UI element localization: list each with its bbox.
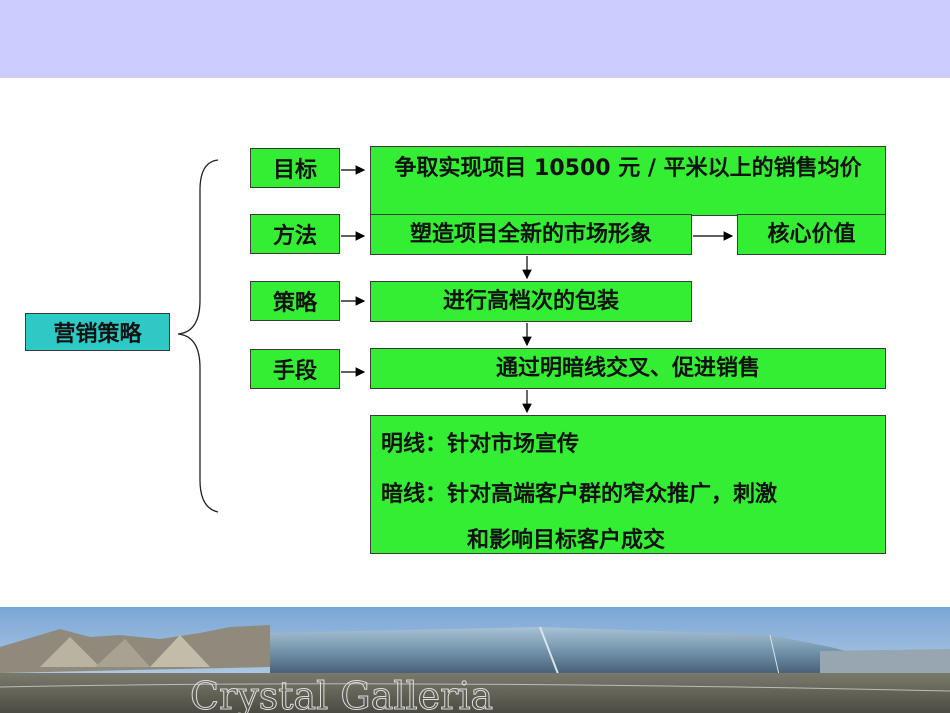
method-text: 塑造项目全新的市场形象: [409, 221, 652, 247]
strategy-label-box: 策略: [250, 281, 340, 321]
footer-watermark: Crystal Galleria: [190, 674, 493, 713]
detail-box: 明线：针对市场宣传 暗线：针对高端客户群的窄众推广，刺激 和影响目标客户成交: [370, 415, 886, 554]
method-label: 方法: [272, 224, 317, 249]
root-node: 营销策略: [25, 313, 170, 351]
strategy-box: 进行高档次的包装: [370, 281, 692, 322]
detail-line-1: 明线：针对市场宣传: [381, 432, 580, 457]
detail-line-3: 和影响目标客户成交: [467, 528, 666, 553]
means-text: 通过明暗线交叉、促进销售: [495, 355, 760, 381]
means-box: 通过明暗线交叉、促进销售: [370, 348, 886, 389]
strategy-label: 策略: [272, 291, 317, 316]
header-band: [0, 0, 950, 78]
goal-text: 争取实现项目 10500 元 / 平米以上的销售均价: [394, 156, 862, 181]
goal-label-box: 目标: [250, 148, 340, 188]
detail-line-2: 暗线：针对高端客户群的窄众推广，刺激: [381, 482, 778, 507]
goal-box: 争取实现项目 10500 元 / 平米以上的销售均价: [370, 146, 886, 216]
strategy-text: 进行高档次的包装: [442, 288, 619, 314]
core-value-box: 核心价值: [737, 214, 886, 255]
core-value-text: 核心价值: [767, 221, 856, 247]
means-label-box: 手段: [250, 349, 340, 389]
method-label-box: 方法: [250, 214, 340, 254]
building-photo: Crystal Galleria: [0, 607, 950, 713]
method-box: 塑造项目全新的市场形象: [370, 214, 692, 255]
root-label: 营销策略: [53, 322, 142, 347]
curly-brace: [177, 159, 219, 513]
means-label: 手段: [272, 359, 317, 384]
goal-label: 目标: [272, 158, 317, 183]
